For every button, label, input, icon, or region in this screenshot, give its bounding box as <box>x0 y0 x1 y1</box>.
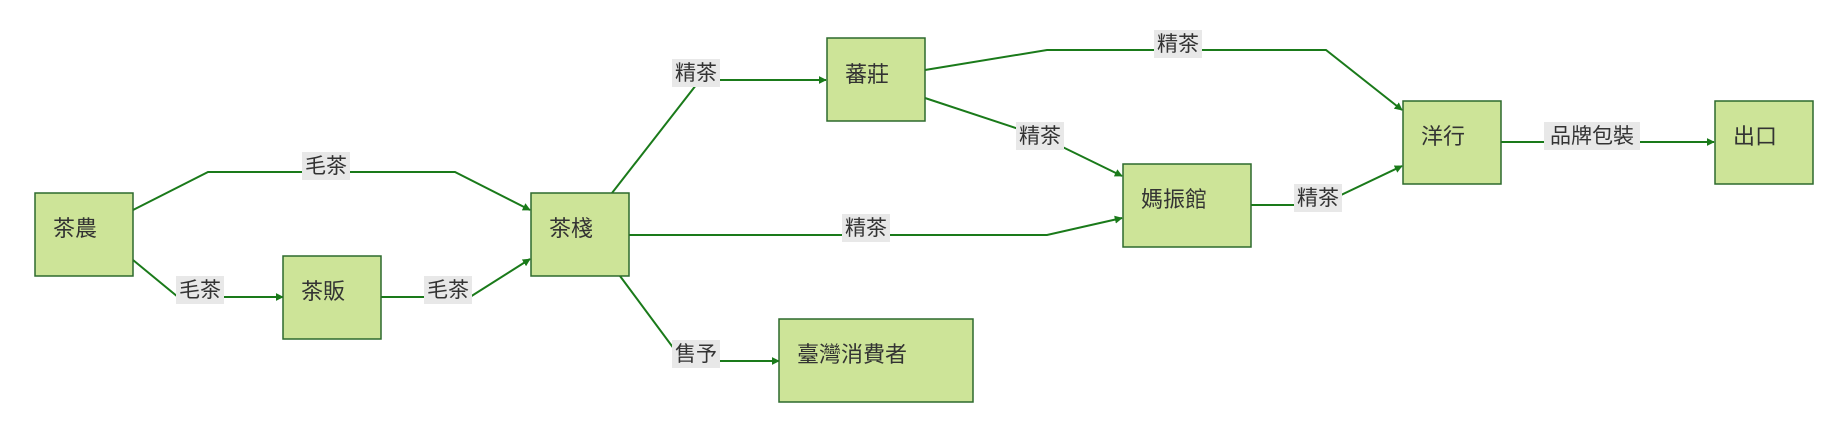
edge-label-fanzhuang-mazhen: 精茶 <box>1019 124 1061 148</box>
edge-farmer-dealer: 毛茶 <box>132 259 284 304</box>
edges: 毛茶 毛茶 毛茶 精茶 精茶 售予 <box>132 30 1715 368</box>
node-label-foreign: 洋行 <box>1421 125 1465 150</box>
node-farmer: 茶農 <box>34 192 134 277</box>
edge-label-foreign-export: 品牌包裝 <box>1550 124 1634 148</box>
edge-path-teahouse-fanzhuang <box>611 76 827 194</box>
edge-label-bg <box>1154 30 1202 58</box>
edge-label-bg <box>1294 184 1342 212</box>
edge-label-farmer-teahouse: 毛茶 <box>305 154 347 178</box>
node-mazhen: 媽振館 <box>1122 163 1252 248</box>
node-label-mazhen: 媽振館 <box>1141 188 1207 213</box>
edge-label-bg <box>672 340 720 368</box>
nodes: 茶農 茶販 茶棧 蕃莊 媽振館 洋行 出口 臺灣消費者 <box>34 37 1814 403</box>
edge-label-bg <box>672 59 720 87</box>
edge-fanzhuang-foreign: 精茶 <box>924 30 1403 111</box>
node-label-export: 出口 <box>1733 125 1777 150</box>
edge-label-bg <box>424 276 472 304</box>
edge-label-farmer-dealer: 毛茶 <box>179 278 221 302</box>
edge-label-fanzhuang-foreign: 精茶 <box>1157 32 1199 56</box>
node-export: 出口 <box>1714 100 1814 185</box>
node-label-teahouse: 茶棧 <box>549 217 593 242</box>
edge-path-fanzhuang-foreign <box>924 49 1403 111</box>
edge-foreign-export: 品牌包裝 <box>1499 122 1715 150</box>
edge-teahouse-mazhen: 精茶 <box>629 214 1123 242</box>
edge-label-teahouse-mazhen: 精茶 <box>845 216 887 240</box>
node-foreign: 洋行 <box>1402 100 1502 185</box>
edge-label-bg <box>1544 122 1640 150</box>
edge-label-teahouse-consumer: 售予 <box>675 342 717 366</box>
node-label-farmer: 茶農 <box>53 217 97 242</box>
edge-farmer-teahouse: 毛茶 <box>132 152 531 211</box>
node-dealer: 茶販 <box>282 255 382 340</box>
edge-label-bg <box>302 152 350 180</box>
node-teahouse: 茶棧 <box>530 192 630 277</box>
edge-label-bg <box>842 214 890 242</box>
edge-teahouse-fanzhuang: 精茶 <box>611 59 827 194</box>
edge-label-teahouse-fanzhuang: 精茶 <box>675 61 717 85</box>
edge-label-bg <box>176 276 224 304</box>
edge-mazhen-foreign: 精茶 <box>1251 165 1403 212</box>
node-label-consumer: 臺灣消費者 <box>797 343 907 368</box>
edge-path-teahouse-mazhen <box>629 215 1123 236</box>
edge-dealer-teahouse: 毛茶 <box>381 258 531 304</box>
edge-label-dealer-teahouse: 毛茶 <box>427 278 469 302</box>
edge-fanzhuang-mazhen: 精茶 <box>924 97 1123 177</box>
node-label-dealer: 茶販 <box>301 280 345 305</box>
edge-teahouse-consumer: 售予 <box>619 275 780 368</box>
node-fanzhuang: 蕃莊 <box>826 37 926 122</box>
edge-label-bg <box>1016 122 1064 150</box>
node-label-fanzhuang: 蕃莊 <box>845 63 889 88</box>
node-consumer: 臺灣消費者 <box>778 318 974 403</box>
edge-label-mazhen-foreign: 精茶 <box>1297 186 1339 210</box>
